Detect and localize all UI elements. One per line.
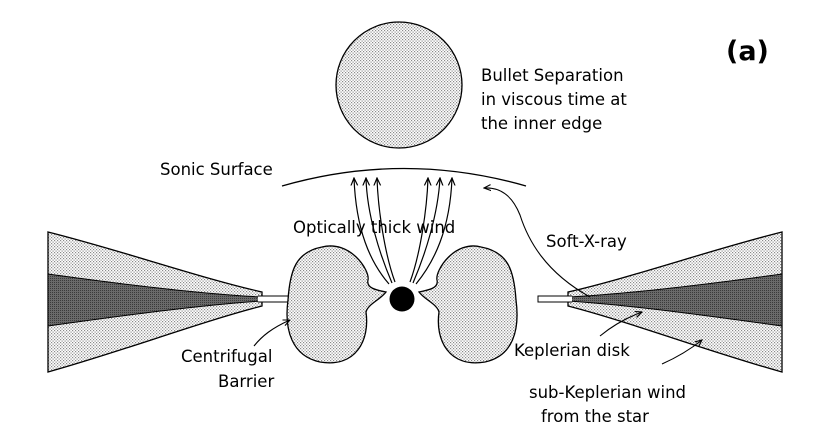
barrier-label-line2: Barrier bbox=[218, 372, 274, 391]
bullet-label-line3: the inner edge bbox=[481, 114, 602, 133]
bullet-blob bbox=[335, 21, 463, 149]
soft-xray-arrow bbox=[484, 188, 591, 298]
keplerian-pointer bbox=[599, 312, 642, 337]
subkeplerian-pointer bbox=[661, 340, 702, 365]
sonic-surface-arc bbox=[281, 167, 527, 187]
bullet-label-line2: in viscous time at bbox=[481, 90, 627, 109]
wind-arrows bbox=[354, 178, 452, 285]
central-black-hole bbox=[389, 286, 415, 312]
barrier-pointer bbox=[253, 320, 290, 347]
subkeplerian-label-line2: from the star bbox=[541, 407, 649, 426]
soft-xray-label: Soft-X-ray bbox=[546, 232, 627, 251]
left-centrifugal-barrier-lobe bbox=[286, 245, 388, 364]
subkeplerian-label-line1: sub-Keplerian wind bbox=[529, 383, 686, 402]
panel-label: (a) bbox=[726, 36, 769, 67]
right-inner-channel bbox=[537, 295, 572, 303]
bullet-label-line1: Bullet Separation bbox=[481, 66, 624, 85]
right-centrifugal-barrier-lobe bbox=[417, 245, 518, 364]
sonic-surface-label: Sonic Surface bbox=[160, 160, 273, 179]
wind-label: Optically thick wind bbox=[293, 218, 455, 237]
left-inner-channel bbox=[258, 295, 293, 303]
keplerian-label: Keplerian disk bbox=[514, 341, 630, 360]
barrier-label-line1: Centrifugal bbox=[181, 347, 272, 366]
